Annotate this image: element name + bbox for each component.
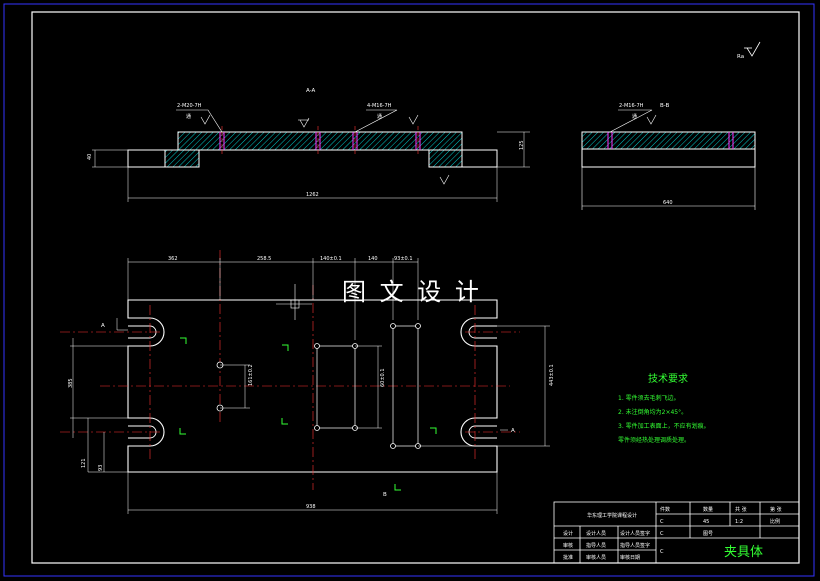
dim-top-3: 140 xyxy=(368,256,378,262)
roughness-symbol: Ra xyxy=(737,41,761,60)
tb-row3-c3: 审核日期 xyxy=(620,554,640,561)
dim-inner-2: 443±0.1 xyxy=(549,364,555,386)
tb-sheet-label: 共 张 xyxy=(735,506,747,513)
tech-req-item-4: 零件须经热处理调质处理。 xyxy=(618,436,690,444)
tb-row3-c2: 审核人员 xyxy=(586,554,606,561)
dim-length-aa: 1262 xyxy=(306,192,319,198)
section-bb-view: B-B 2-M16-7H 通 640 xyxy=(581,103,756,210)
crosshair-cursor xyxy=(276,284,312,320)
tech-req-item-2: 2. 未注倒角均为2×45°。 xyxy=(618,408,687,416)
callout-m20: 2-M20-7H xyxy=(177,103,202,109)
dim-inner-1: 60±0.1 xyxy=(380,368,386,387)
tb-row1-c3: 设计人员签字 xyxy=(620,530,650,537)
inner-border xyxy=(31,11,800,564)
dim-top-4: 93±0.1 xyxy=(394,256,413,262)
tb-row3-c1: 批准 xyxy=(563,554,573,561)
callout-m16-sub: 通 xyxy=(377,113,382,120)
dim-left-0: 385 xyxy=(68,378,74,388)
section-aa-title: A-A xyxy=(306,88,316,94)
tech-req-item-1: 1. 零件须去毛刺飞边。 xyxy=(618,394,680,402)
tb-c3: C xyxy=(660,549,664,555)
dim-height-left: 40 xyxy=(87,154,93,160)
dim-top-2: 140±0.1 xyxy=(320,256,342,262)
dim-top-0: 362 xyxy=(168,256,178,262)
tech-requirements: 技术要求 1. 零件须去毛刺飞边。 2. 未注倒角均为2×45°。 3. 零件加… xyxy=(618,372,710,444)
tb-scale-value: 1:2 xyxy=(735,519,743,525)
section-aa-view: A-A 2-M20-7H 通 4-M16-7H xyxy=(87,88,530,202)
dim-width-bb: 640 xyxy=(663,200,673,206)
tb-c1: C xyxy=(660,519,664,525)
tb-row1-c2: 设计人员 xyxy=(586,530,606,537)
dim-inner-0: 161±0.2 xyxy=(248,364,254,386)
dim-top-1: 258.5 xyxy=(257,256,271,262)
tb-row1-c1: 设计 xyxy=(563,530,573,537)
tb-part-name: 夹具体 xyxy=(724,545,763,560)
section-bb-title: B-B xyxy=(660,103,670,109)
label-a-right: A xyxy=(511,428,515,434)
callout-bb: 2-M16-7H xyxy=(619,103,644,109)
tb-c2: C xyxy=(660,531,664,537)
tb-material-value: 45 xyxy=(703,519,709,525)
callout-m16: 4-M16-7H xyxy=(367,103,392,109)
callout-m20-sub: 通 xyxy=(186,113,191,120)
label-a-left: A xyxy=(101,323,105,329)
tb-row2-c2: 指导人员 xyxy=(586,542,606,549)
tb-scale-label: 比例 xyxy=(770,518,780,525)
plan-view: 362 258.5 140±0.1 140 93±0.1 385 121 93 … xyxy=(60,250,555,514)
tb-row2-c3: 指导人员签字 xyxy=(620,542,650,549)
watermark-text: 图 文 设 计 xyxy=(342,278,482,306)
outer-border xyxy=(3,3,815,577)
label-b-bottom: B xyxy=(383,492,387,498)
title-block: 华东理工学院课程设计 设计 设计人员 设计人员签字 审核 指导人员 指导人员签字… xyxy=(553,501,800,564)
dim-left-2: 93 xyxy=(98,465,104,471)
callout-bb-sub: 通 xyxy=(632,113,637,120)
tech-req-title: 技术要求 xyxy=(648,372,688,385)
dim-bottom: 938 xyxy=(306,504,316,510)
tb-material-label: 数量 xyxy=(703,506,713,513)
tech-req-item-3: 3. 零件加工表面上，不应有划痕。 xyxy=(618,422,710,430)
tb-drawing-no-label: 图号 xyxy=(703,531,713,537)
svg-text:Ra: Ra xyxy=(737,54,744,60)
tb-sheet-value: 第 张 xyxy=(770,506,782,513)
dim-left-1: 121 xyxy=(81,458,87,468)
tb-qty-label: 件数 xyxy=(660,506,670,513)
dim-height-right: 125 xyxy=(519,140,525,150)
tb-row2-c1: 审核 xyxy=(563,542,573,549)
tb-company: 华东理工学院课程设计 xyxy=(587,512,637,519)
